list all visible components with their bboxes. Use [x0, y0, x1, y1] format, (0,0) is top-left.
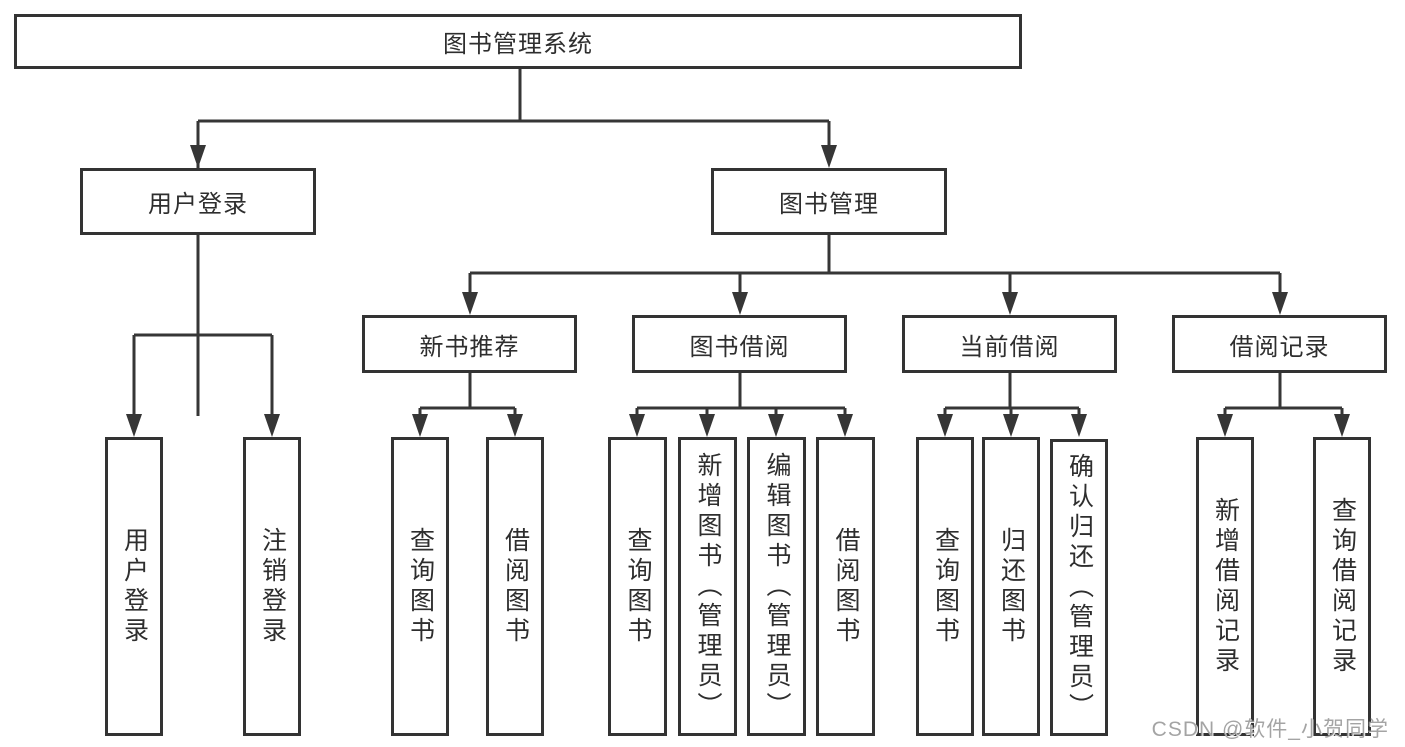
- leaf-query-books-borrow-label: 查询图书: [624, 526, 652, 647]
- leaf-add-book-admin-label: 新增图书（管理员）: [694, 451, 722, 722]
- leaf-edit-book-admin: 编辑图书（管理员）: [747, 437, 806, 736]
- node-current-borrow-label: 当前借阅: [959, 333, 1060, 361]
- node-borrow-records: 借阅记录: [1172, 315, 1387, 373]
- leaf-query-books-recommend-label: 查询图书: [406, 526, 435, 647]
- csdn-watermark: CSDN @软件_小贺同学: [1151, 718, 1389, 741]
- leaf-borrow-books-recommend: 借阅图书: [486, 437, 544, 736]
- leaf-borrow-books-recommend-label: 借阅图书: [501, 526, 530, 647]
- node-new-book-recommend-label: 新书推荐: [419, 333, 520, 361]
- node-library-management-system-label: 图书管理系统: [443, 31, 593, 58]
- leaf-borrow-books-borrow: 借阅图书: [816, 437, 875, 736]
- leaf-add-borrow-record: 新增借阅记录: [1196, 437, 1254, 736]
- node-user-login-label: 用户登录: [148, 191, 248, 218]
- leaf-query-borrow-record: 查询借阅记录: [1313, 437, 1371, 736]
- leaf-logout: 注销登录: [243, 437, 301, 736]
- node-borrow-records-label: 借阅记录: [1229, 333, 1330, 361]
- node-new-book-recommend: 新书推荐: [362, 315, 577, 373]
- leaf-add-borrow-record-label: 新增借阅记录: [1211, 496, 1240, 677]
- leaf-query-borrow-record-label: 查询借阅记录: [1328, 496, 1357, 677]
- node-user-login: 用户登录: [80, 168, 316, 235]
- node-book-management: 图书管理: [711, 168, 947, 235]
- leaf-return-book: 归还图书: [982, 437, 1040, 736]
- leaf-user-login-label: 用户登录: [120, 526, 149, 647]
- node-book-borrow: 图书借阅: [632, 315, 847, 373]
- leaf-user-login: 用户登录: [105, 437, 163, 736]
- leaf-query-books-current: 查询图书: [916, 437, 974, 736]
- leaf-borrow-books-borrow-label: 借阅图书: [832, 526, 860, 647]
- leaf-query-books-current-label: 查询图书: [931, 526, 960, 647]
- leaf-return-book-label: 归还图书: [997, 526, 1026, 647]
- node-library-management-system: 图书管理系统: [14, 14, 1022, 69]
- leaf-query-books-borrow: 查询图书: [608, 437, 667, 736]
- node-current-borrow: 当前借阅: [902, 315, 1117, 373]
- node-book-management-label: 图书管理: [779, 191, 879, 218]
- leaf-logout-label: 注销登录: [258, 526, 287, 647]
- leaf-confirm-return-admin-label: 确认归还（管理员）: [1065, 452, 1094, 723]
- connector-lines: [132, 68, 1344, 416]
- leaf-confirm-return-admin: 确认归还（管理员）: [1050, 439, 1108, 736]
- leaf-edit-book-admin-label: 编辑图书（管理员）: [763, 451, 791, 722]
- node-book-borrow-label: 图书借阅: [689, 333, 790, 361]
- leaf-query-books-recommend: 查询图书: [391, 437, 449, 736]
- leaf-add-book-admin: 新增图书（管理员）: [678, 437, 737, 736]
